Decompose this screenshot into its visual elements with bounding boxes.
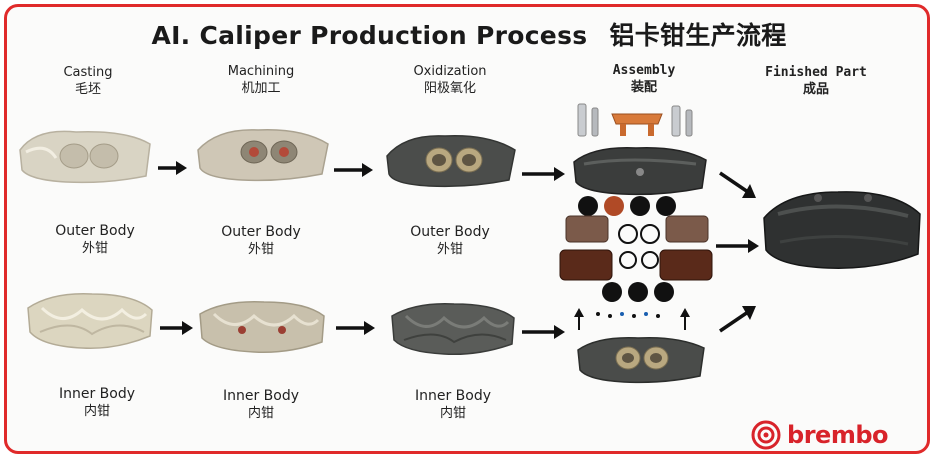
arrow-up-icon bbox=[574, 308, 584, 330]
arrow-diagonal-up-icon bbox=[719, 306, 756, 333]
arrow-right-icon bbox=[336, 321, 375, 335]
arrow-right-icon bbox=[334, 163, 373, 177]
title-cn: 铝卡钳生产流程 bbox=[609, 21, 787, 50]
stage-casting: Casting 毛坯 bbox=[63, 65, 113, 97]
finished-caliper bbox=[763, 191, 921, 269]
arrow-right-icon bbox=[160, 321, 193, 335]
arrow-right-icon bbox=[522, 325, 565, 339]
casting-inner-body bbox=[27, 293, 153, 349]
brembo-logo: brembo bbox=[751, 420, 888, 450]
brembo-mark-icon bbox=[751, 420, 781, 450]
stage-machining: Machining 机加工 bbox=[227, 64, 295, 96]
arrow-right-icon bbox=[522, 167, 565, 181]
brand-name: brembo bbox=[787, 421, 888, 449]
oxidization-outer-body bbox=[386, 135, 516, 188]
title-en: AI. Caliper Production Process bbox=[151, 21, 588, 50]
assembly-small-parts bbox=[596, 312, 660, 318]
assembly-outer-caliper bbox=[573, 147, 707, 196]
casting-outer-body bbox=[19, 130, 151, 184]
assembly-inner-caliper bbox=[577, 336, 705, 384]
stage-finished-part: Finished Part 成品 bbox=[765, 65, 867, 97]
stage-oxidization: Oxidization 阳极氧化 bbox=[413, 64, 487, 96]
assembly-hardware bbox=[577, 103, 693, 137]
arrow-diagonal-down-icon bbox=[719, 171, 756, 198]
machining-outer-body bbox=[197, 129, 329, 182]
arrow-up-icon bbox=[680, 308, 690, 330]
arrow-right-icon bbox=[158, 161, 187, 175]
machining-inner-body bbox=[199, 301, 325, 354]
stage-assembly: Assembly 装配 bbox=[612, 63, 676, 95]
assembly-pads-pistons-seals bbox=[559, 196, 713, 302]
arrow-right-icon bbox=[716, 239, 759, 253]
page-title: AI. Caliper Production Process 铝卡钳生产流程 bbox=[0, 16, 938, 52]
oxidization-inner-body bbox=[391, 303, 515, 356]
